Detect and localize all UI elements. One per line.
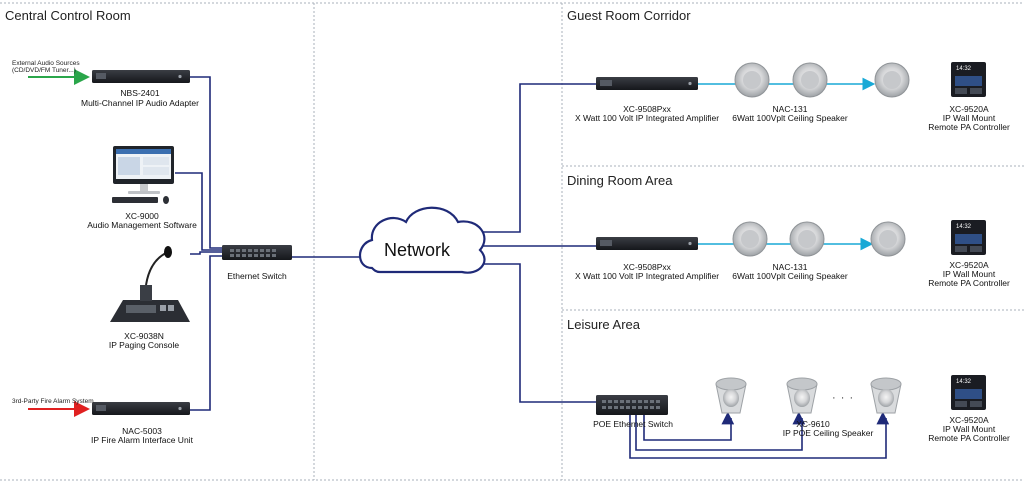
ethernet-switch-device[interactable] — [222, 245, 292, 260]
dining-speaker-desc: 6Watt 100Vplt Ceiling Speaker — [732, 271, 848, 281]
guest-speaker-desc: 6Watt 100Vplt Ceiling Speaker — [732, 113, 848, 123]
xc-9038n-desc: IP Paging Console — [108, 340, 180, 350]
guest-amp-desc: X Watt 100 Volt IP Integrated Amplifier — [574, 113, 720, 123]
dining-amp-desc: X Watt 100 Volt IP Integrated Amplifier — [574, 271, 720, 281]
guest-amplifier-device[interactable] — [596, 77, 698, 90]
poe-speaker-model: XC-9610 — [796, 419, 830, 429]
poe-switch-device[interactable] — [596, 395, 668, 415]
nbs-2401-model: NBS-2401 — [120, 88, 160, 98]
poe-wiring — [629, 411, 890, 459]
leisure-controller-desc1: IP Wall Mount — [942, 424, 996, 434]
dining-wall-controller-device[interactable] — [951, 220, 986, 255]
paging-console-icon[interactable] — [110, 246, 190, 322]
dining-amplifier-device[interactable] — [596, 237, 698, 250]
guest-controller-model: XC-9520A — [949, 104, 989, 114]
audio-input-sublabel: (CD/DVD/FM Tuner...) — [12, 67, 76, 74]
dining-ceiling-speakers[interactable] — [732, 221, 906, 257]
dining-controller-time: 14:32 — [956, 224, 972, 230]
xc-9000-model: XC-9000 — [125, 211, 159, 221]
dining-controller-desc1: IP Wall Mount — [942, 269, 996, 279]
network-label: Network — [384, 240, 451, 260]
nac-5003-model: NAC-5003 — [122, 426, 162, 436]
zone-title-central: Central Control Room — [5, 8, 131, 23]
poe-speaker-desc: IP POE Ceiling Speaker — [782, 428, 874, 438]
nac-5003-device[interactable] — [92, 402, 190, 415]
dining-speaker-model: NAC-131 — [772, 262, 808, 272]
nac-5003-desc: IP Fire Alarm Interface Unit — [91, 435, 193, 445]
leisure-controller-time: 14:32 — [956, 379, 972, 385]
dining-controller-model: XC-9520A — [949, 260, 989, 270]
dining-controller-desc2: Remote PA Controller — [928, 278, 1010, 288]
alarm-input-label: 3rd-Party Fire Alarm System — [12, 398, 94, 405]
xc-9038n-model: XC-9038N — [124, 331, 164, 341]
guest-controller-desc2: Remote PA Controller — [928, 122, 1010, 132]
pc-computer-icon[interactable] — [112, 146, 174, 204]
audio-input-label: External Audio Sources — [12, 60, 80, 67]
control-room-wiring — [175, 76, 362, 411]
dining-amp-model: XC-9508Pxx — [623, 262, 671, 272]
guest-speaker-model: NAC-131 — [772, 104, 808, 114]
zone-title-leisure: Leisure Area — [567, 317, 640, 332]
poe-switch-label: POE Ethernet Switch — [593, 419, 673, 429]
guest-ceiling-speakers[interactable] — [734, 62, 910, 98]
nbs-2401-device[interactable] — [92, 70, 190, 83]
poe-speaker-ellipsis: · · · — [832, 392, 855, 404]
guest-controller-desc1: IP Wall Mount — [942, 113, 996, 123]
leisure-controller-model: XC-9520A — [949, 415, 989, 425]
zone-title-guest: Guest Room Corridor — [567, 8, 691, 23]
poe-ceiling-speakers[interactable] — [715, 377, 902, 414]
ethernet-switch-label: Ethernet Switch — [227, 271, 287, 281]
leisure-wall-controller-device[interactable] — [951, 375, 986, 410]
guest-controller-time: 14:32 — [956, 66, 972, 72]
guest-amp-model: XC-9508Pxx — [623, 104, 671, 114]
nbs-2401-desc: Multi-Channel IP Audio Adapter — [81, 98, 199, 108]
leisure-controller-desc2: Remote PA Controller — [928, 433, 1010, 443]
network-wiring — [480, 83, 596, 403]
network-cloud — [358, 206, 486, 274]
xc-9000-desc: Audio Management Software — [87, 220, 197, 230]
zone-title-dining: Dining Room Area — [567, 173, 673, 188]
guest-wall-controller-device[interactable] — [951, 62, 986, 97]
